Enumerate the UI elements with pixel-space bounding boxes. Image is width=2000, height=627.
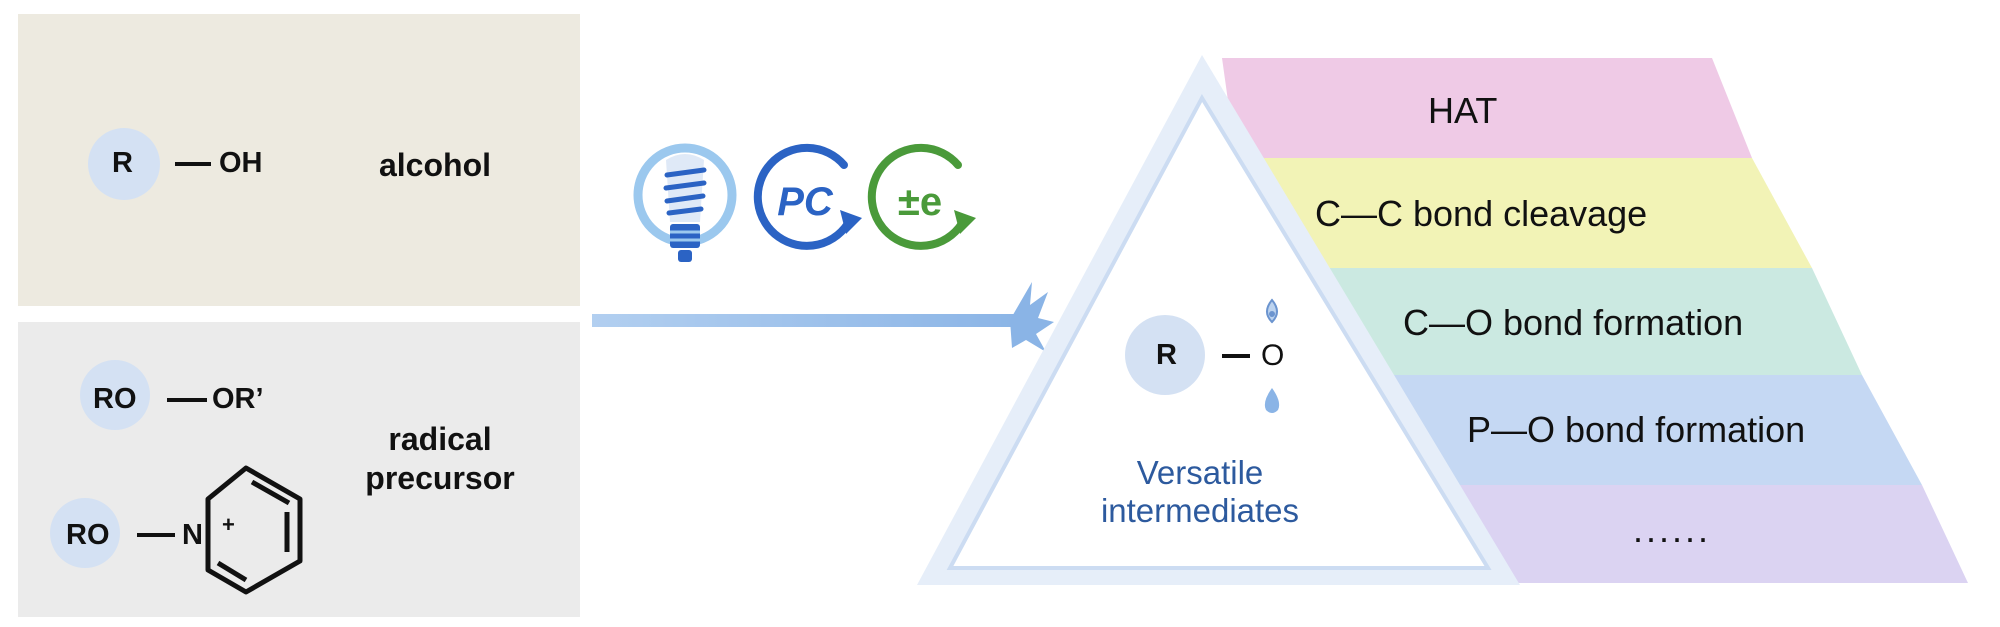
photocatalyst-label: PC	[777, 180, 833, 224]
radical-precursor-label-line1: radical	[388, 421, 492, 457]
pyridinium-charge: +	[222, 512, 235, 537]
peroxide-bubble	[80, 360, 150, 430]
droplet-icon	[1264, 388, 1280, 413]
transformation-pyramid	[917, 55, 1968, 585]
pyridinium-bond	[137, 533, 175, 537]
tier-co-band	[1290, 268, 1862, 375]
alcohol-bond	[175, 162, 211, 166]
pyridinium-n: N	[182, 519, 203, 551]
peroxide-ro: RO	[93, 383, 137, 415]
intermediate-caption-line2: intermediates	[1100, 491, 1300, 529]
tier-more-label: ......	[1633, 509, 1712, 550]
radical-precursor-label-line2: precursor	[365, 460, 515, 497]
tier-more-band	[1410, 485, 1968, 583]
intermediate-caption-line1: Versatile	[1136, 454, 1264, 491]
electron-transfer-cycle-icon	[867, 143, 976, 250]
alcohol-r-group: R	[112, 147, 133, 179]
electron-transfer-label: ±e	[897, 180, 943, 224]
triangle-inner	[946, 93, 1492, 570]
alcohol-label: alcohol	[378, 147, 491, 183]
tier-po-formation-label: P—O bond formation	[1467, 409, 1806, 450]
intermediate-r-group: R	[1156, 339, 1177, 371]
pyridinium-bubble	[50, 498, 120, 568]
tier-po-band	[1350, 375, 1922, 485]
tier-hat-label: HAT	[1428, 90, 1498, 131]
tier-co-formation-label: C—O bond formation	[1403, 302, 1744, 343]
tier-cc-cleavage-label: C—C bond cleavage	[1315, 193, 1648, 234]
alcohol-oh: OH	[219, 147, 263, 179]
arrow-splash-icon	[1010, 282, 1054, 352]
pyridinium-ro: RO	[66, 519, 110, 551]
reaction-arrow	[592, 314, 1030, 327]
photocatalyst-cycle-icon	[753, 143, 862, 250]
lightbulb-icon	[633, 143, 737, 262]
tier-cc-band	[1236, 158, 1812, 268]
intermediate-r-bubble	[1125, 315, 1205, 395]
peroxide-bond	[167, 398, 207, 402]
pyridine-ring	[205, 465, 303, 595]
radical-precursor-label: radical precursor	[360, 420, 520, 498]
alcohol-r-bubble	[88, 128, 160, 200]
tier-hat-band	[1222, 58, 1752, 158]
intermediate-caption: Versatile intermediates	[1085, 454, 1315, 530]
peroxide-or: OR’	[212, 383, 264, 415]
intermediate-o-atom: O	[1261, 339, 1285, 372]
